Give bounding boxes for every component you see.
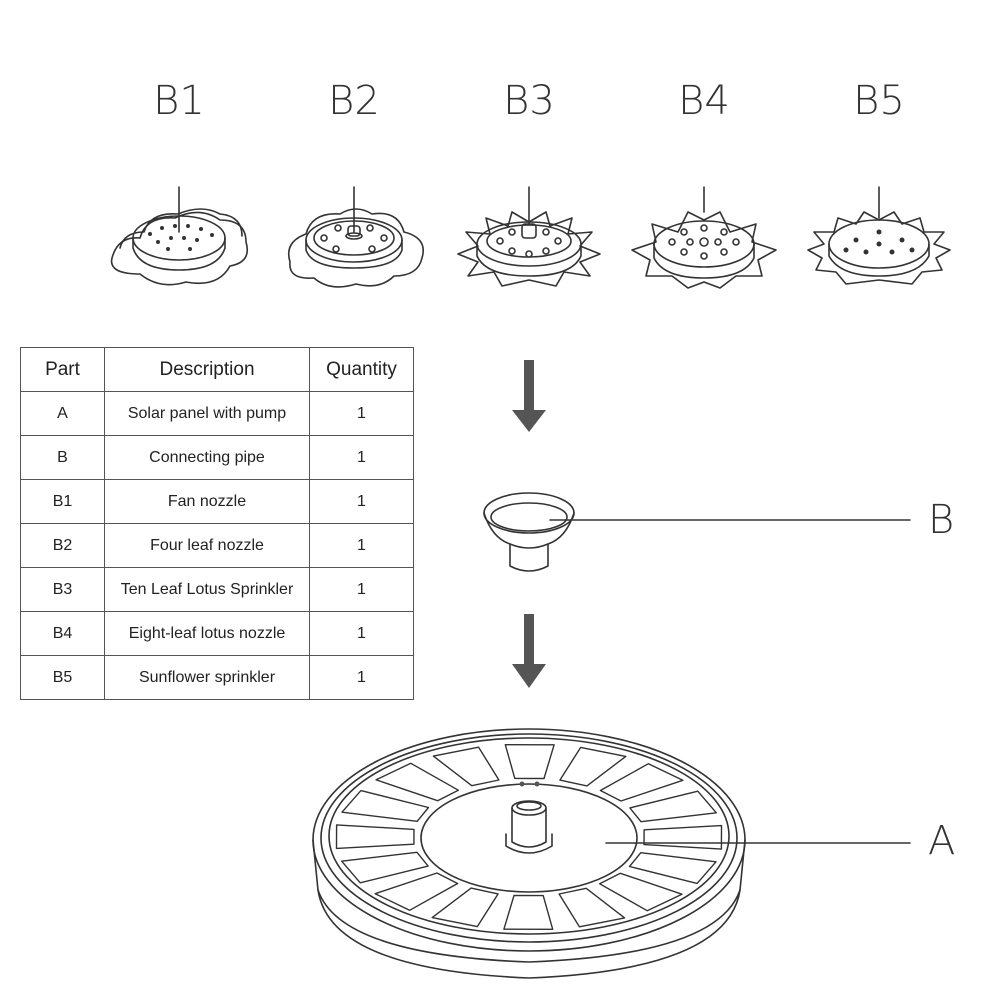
solar-cell (341, 851, 429, 884)
header-quantity: Quantity (309, 347, 414, 392)
solar-cell (341, 789, 430, 822)
table-cell: 1 (309, 435, 414, 480)
solar-cell (599, 763, 684, 802)
header-description: Description (104, 347, 310, 392)
table-row: B2 Four leaf nozzle 1 (20, 523, 414, 568)
table-cell: B4 (20, 611, 105, 656)
sunflower-sprinkler-icon (807, 186, 951, 285)
table-cell: Four leaf nozzle (104, 523, 310, 568)
fan-nozzle-icon (110, 186, 249, 286)
table-cell: B5 (20, 655, 105, 700)
solar-cell (599, 872, 683, 912)
solar-cell (558, 887, 626, 928)
table-cell: B1 (20, 479, 105, 524)
table-cell: Fan nozzle (104, 479, 310, 524)
header-part: Part (20, 347, 105, 392)
table-cell: 1 (309, 479, 414, 524)
solar-cell (628, 852, 717, 885)
callout-label-a: A (928, 818, 956, 864)
table-cell: B (20, 435, 105, 480)
solar-panel-pump-icon (312, 728, 746, 979)
table-cell: Connecting pipe (104, 435, 310, 480)
nozzle-label-b3: B3 (503, 78, 555, 124)
table-row: B1 Fan nozzle 1 (20, 479, 414, 524)
arrow-down-icon (512, 360, 546, 432)
nozzle-label-b4: B4 (678, 78, 730, 124)
table-cell: 1 (309, 523, 414, 568)
solar-cell (375, 762, 459, 802)
table-cell: 1 (309, 611, 414, 656)
nozzle-label-b1: B1 (153, 78, 205, 124)
table-cell: Sunflower sprinkler (104, 655, 310, 700)
arrow-down-icon (512, 614, 546, 688)
table-cell: Eight-leaf lotus nozzle (104, 611, 310, 656)
four-leaf-nozzle-icon (287, 186, 424, 288)
solar-cell (432, 746, 500, 787)
solar-cell (629, 790, 717, 823)
table-row: B4 Eight-leaf lotus nozzle 1 (20, 611, 414, 656)
table-cell: B2 (20, 523, 105, 568)
table-cell: 1 (309, 391, 414, 436)
table-row: A Solar panel with pump 1 (20, 391, 414, 436)
parts-table: Part Description Quantity A Solar panel … (20, 347, 414, 700)
table-cell: A (20, 391, 105, 436)
solar-cell (431, 887, 499, 928)
connecting-pipe-icon (483, 492, 575, 572)
table-cell: B3 (20, 567, 105, 612)
ten-leaf-lotus-sprinkler-icon (457, 186, 601, 287)
nozzle-label-b2: B2 (328, 78, 380, 124)
solar-cell (559, 746, 627, 787)
table-cell: 1 (309, 567, 414, 612)
table-row: B5 Sunflower sprinkler 1 (20, 655, 414, 700)
table-row: B3 Ten Leaf Lotus Sprinkler 1 (20, 567, 414, 612)
solar-cell (335, 824, 415, 850)
callout-label-b: B (928, 497, 955, 543)
table-cell: 1 (309, 655, 414, 700)
table-row: B Connecting pipe 1 (20, 435, 414, 480)
solar-cell (504, 744, 555, 780)
eight-leaf-lotus-nozzle-icon (631, 186, 777, 289)
table-cell: Solar panel with pump (104, 391, 310, 436)
table-header-row: Part Description Quantity (20, 347, 414, 392)
solar-cell (503, 894, 554, 930)
nozzle-label-b5: B5 (853, 78, 905, 124)
solar-cell (643, 824, 723, 850)
solar-cell (374, 872, 459, 911)
table-cell: Ten Leaf Lotus Sprinkler (104, 567, 310, 612)
